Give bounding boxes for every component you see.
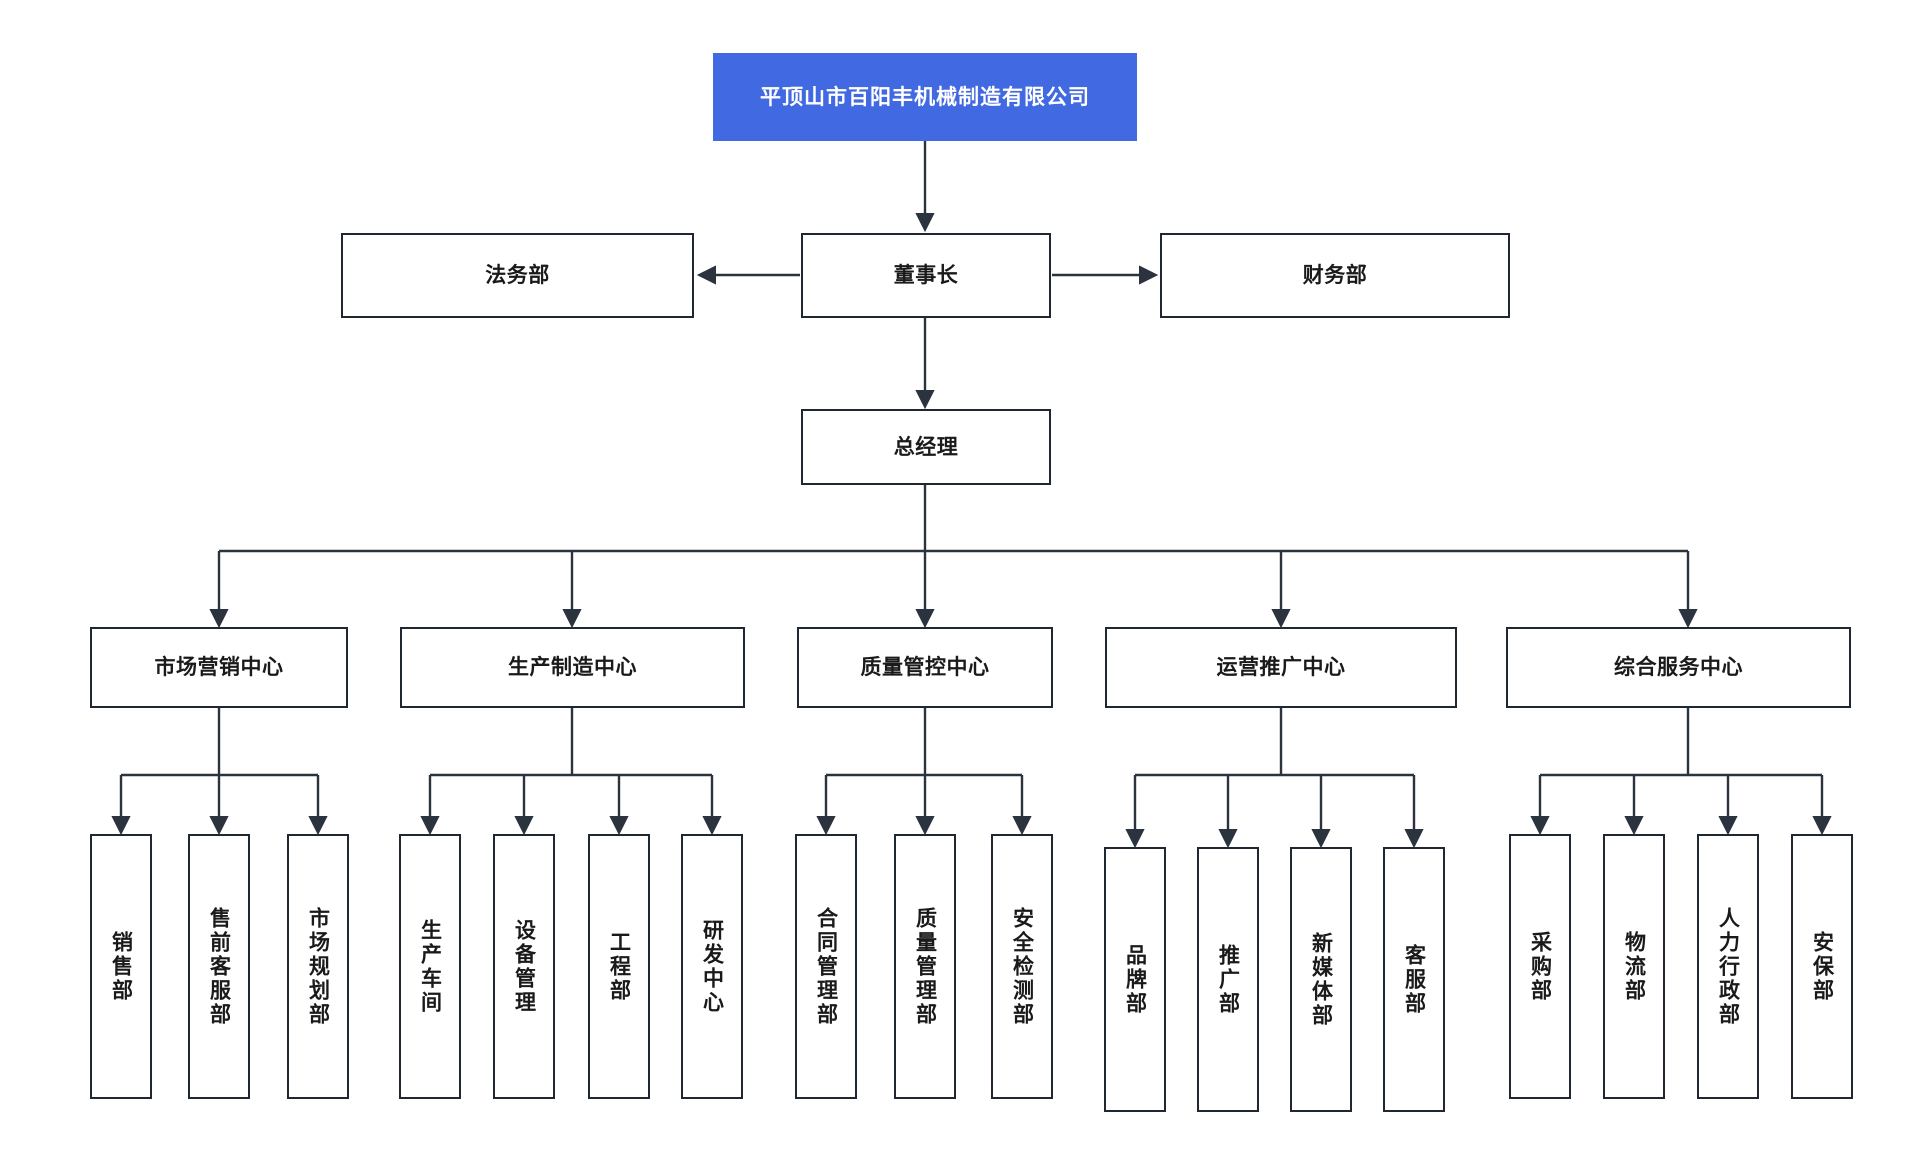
node-dept-safety-inspection-label: 安全检测部 — [1010, 906, 1035, 1027]
node-dept-market-planning[interactable]: 市场规划部 — [287, 834, 349, 1099]
node-dept-new-media-label: 新媒体部 — [1309, 931, 1334, 1028]
node-company-root[interactable]: 平顶山市百阳丰机械制造有限公司 — [713, 53, 1137, 141]
node-dept-brand[interactable]: 品牌部 — [1104, 847, 1166, 1112]
node-center-quality-label: 质量管控中心 — [860, 655, 990, 680]
node-dept-procurement-label: 采购部 — [1528, 930, 1553, 1003]
node-dept-rnd-center[interactable]: 研发中心 — [681, 834, 743, 1099]
node-dept-contract-management-label: 合同管理部 — [814, 906, 839, 1027]
node-legal-department[interactable]: 法务部 — [341, 233, 694, 318]
node-center-marketing-label: 市场营销中心 — [154, 655, 284, 680]
node-dept-equipment-management[interactable]: 设备管理 — [493, 834, 555, 1099]
node-center-quality[interactable]: 质量管控中心 — [797, 627, 1053, 708]
node-dept-sales[interactable]: 销售部 — [90, 834, 152, 1099]
node-finance-department[interactable]: 财务部 — [1160, 233, 1510, 318]
node-dept-presales-service-label: 售前客服部 — [207, 906, 232, 1027]
node-dept-contract-management[interactable]: 合同管理部 — [795, 834, 857, 1099]
node-dept-rnd-center-label: 研发中心 — [700, 918, 725, 1015]
node-center-production[interactable]: 生产制造中心 — [400, 627, 745, 708]
node-dept-logistics[interactable]: 物流部 — [1603, 834, 1665, 1099]
node-legal-department-label: 法务部 — [485, 263, 550, 288]
node-dept-logistics-label: 物流部 — [1622, 930, 1647, 1003]
node-dept-security-label: 安保部 — [1810, 930, 1835, 1003]
node-dept-hr-admin[interactable]: 人力行政部 — [1697, 834, 1759, 1099]
node-dept-engineering-label: 工程部 — [607, 930, 632, 1003]
node-general-manager-label: 总经理 — [893, 434, 959, 459]
node-dept-security[interactable]: 安保部 — [1791, 834, 1853, 1099]
node-dept-procurement[interactable]: 采购部 — [1509, 834, 1571, 1099]
node-center-services[interactable]: 综合服务中心 — [1506, 627, 1851, 708]
node-center-operations[interactable]: 运营推广中心 — [1105, 627, 1457, 708]
node-dept-promotion[interactable]: 推广部 — [1197, 847, 1259, 1112]
node-center-production-label: 生产制造中心 — [508, 655, 637, 680]
node-chairman[interactable]: 董事长 — [801, 233, 1051, 318]
node-dept-engineering[interactable]: 工程部 — [588, 834, 650, 1099]
node-dept-presales-service[interactable]: 售前客服部 — [188, 834, 250, 1099]
node-chairman-label: 董事长 — [893, 263, 959, 288]
node-dept-new-media[interactable]: 新媒体部 — [1290, 847, 1352, 1112]
node-dept-market-planning-label: 市场规划部 — [306, 906, 331, 1027]
node-dept-customer-service-label: 客服部 — [1402, 943, 1427, 1016]
node-dept-promotion-label: 推广部 — [1216, 943, 1241, 1016]
node-dept-hr-admin-label: 人力行政部 — [1716, 906, 1741, 1027]
node-dept-equipment-management-label: 设备管理 — [512, 918, 537, 1015]
node-dept-brand-label: 品牌部 — [1123, 943, 1148, 1016]
node-dept-safety-inspection[interactable]: 安全检测部 — [991, 834, 1053, 1099]
node-dept-quality-management-label: 质量管理部 — [913, 906, 938, 1027]
node-dept-sales-label: 销售部 — [109, 930, 134, 1003]
node-finance-department-label: 财务部 — [1302, 263, 1368, 288]
node-dept-quality-management[interactable]: 质量管理部 — [894, 834, 956, 1099]
node-center-services-label: 综合服务中心 — [1614, 655, 1743, 680]
node-company-root-label: 平顶山市百阳丰机械制造有限公司 — [760, 84, 1090, 109]
node-center-operations-label: 运营推广中心 — [1216, 655, 1346, 680]
node-general-manager[interactable]: 总经理 — [801, 409, 1051, 485]
node-dept-production-workshop[interactable]: 生产车间 — [399, 834, 461, 1099]
node-center-marketing[interactable]: 市场营销中心 — [90, 627, 348, 708]
node-dept-customer-service[interactable]: 客服部 — [1383, 847, 1445, 1112]
node-dept-production-workshop-label: 生产车间 — [418, 918, 443, 1015]
